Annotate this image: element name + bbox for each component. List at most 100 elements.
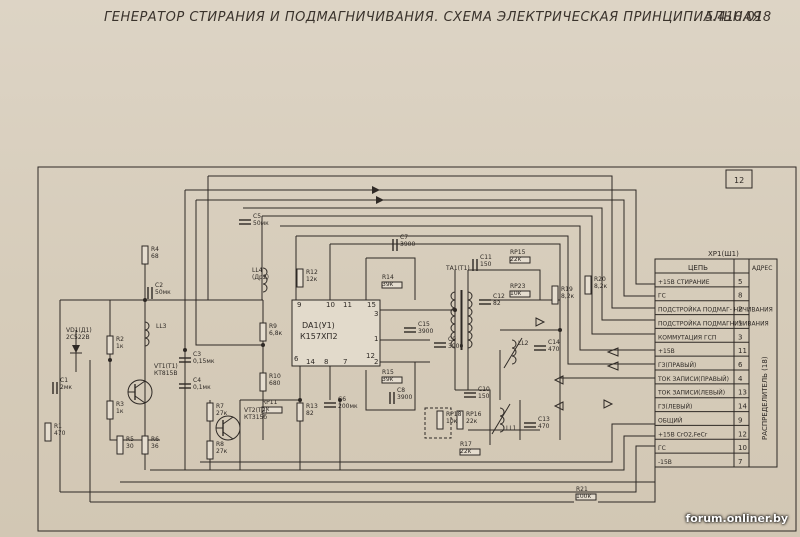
component-ref: RP16 <box>466 411 482 418</box>
component-value: 0,15мк <box>193 358 215 365</box>
component-value: 50мк <box>253 220 269 227</box>
connector-col-circuit: ЦЕПЬ <box>688 264 708 272</box>
component-value: 150 <box>478 393 490 400</box>
component-vt2: VT2(Т2)КТ315б <box>244 407 268 421</box>
component-ll4: LL4(Др2) <box>252 267 269 281</box>
component-ll2: LL2 <box>518 340 529 347</box>
component-ref: R17 <box>460 441 472 448</box>
connector-row-pin: 14 <box>738 403 747 411</box>
resistor-body <box>141 245 149 265</box>
component-value: 2мк <box>60 384 72 391</box>
component-ref: R8 <box>216 441 224 448</box>
component-ref: C1 <box>60 377 68 384</box>
component-ref: C3 <box>193 351 201 358</box>
connector-row-name: ПОДСТРОЙКА ПОДМАГНИЧИВАНИЯ <box>658 320 769 327</box>
component-ref: C9 <box>448 336 456 343</box>
component-value: 470 <box>548 346 560 353</box>
component-ref: R5 <box>126 436 134 443</box>
component-ref: R19 <box>561 286 573 293</box>
dashed-subassembly <box>424 407 452 439</box>
connector-row-name: ГС <box>658 445 666 452</box>
component-ref: C11 <box>480 254 492 261</box>
component-ref: C2 <box>155 282 163 289</box>
component-ref: C15 <box>418 321 430 328</box>
wiring <box>59 175 656 503</box>
svg-text:9: 9 <box>297 301 301 309</box>
component-value: 36 <box>151 443 159 450</box>
connector-row-pin: 9 <box>738 416 742 424</box>
component-c4: C40,1мк <box>179 377 211 391</box>
component-ref: RP23 <box>510 283 526 290</box>
component-ref: R7 <box>216 403 224 410</box>
component-ref: R15 <box>382 369 394 376</box>
resistor-body <box>141 435 149 455</box>
component-value: 22к <box>466 418 478 425</box>
sheet-number-box <box>725 169 753 189</box>
component-value: 3900 <box>418 328 433 335</box>
connector-row-name: ПОДСТРОЙКА ПОДМАГ- НИЧИВАНИЯ <box>658 307 773 314</box>
inductor-ll1 <box>491 403 511 435</box>
component-ref: RP11 <box>262 399 278 406</box>
component-ref: C14 <box>548 339 560 346</box>
component-ref: LL2 <box>518 340 529 347</box>
component-value: 3900 <box>400 241 415 248</box>
components-layer: R468C250мкLL3LL4(Др2)R1212кC550мкC73900R… <box>44 213 608 501</box>
resistor-body <box>106 335 114 355</box>
sheet-number: 12 <box>734 176 744 185</box>
component-value: 1к <box>116 408 124 415</box>
component-ref: R21 <box>576 486 588 493</box>
watermark: forum.onliner.by <box>685 512 788 525</box>
component-ref: LL3 <box>156 323 167 330</box>
inductor-ll3 <box>144 321 150 347</box>
component-value: 200мк <box>338 403 358 410</box>
component-ref: RP15 <box>510 249 526 256</box>
component-ref: R4 <box>151 246 159 253</box>
component-value: 680 <box>269 380 281 387</box>
component-ref: VD1(Д1) <box>66 327 92 334</box>
component-ref: R20 <box>594 276 606 283</box>
document-number: 5.410.018 <box>705 10 772 25</box>
transistor-vt1 <box>127 379 153 405</box>
component-c3: C30,15мк <box>179 351 215 365</box>
component-value: 39к <box>382 376 394 383</box>
component-vd1: VD1(Д1)2С522В <box>66 327 92 341</box>
connector-row-pin: 1 <box>738 319 742 327</box>
connector-vertical-label: РАСПРЕДЕЛИТЕЛЬ (18) <box>761 356 769 440</box>
component-ref: R13 <box>306 403 318 410</box>
component-value: 3900 <box>448 343 463 350</box>
component-ta1: ТА1(Т1) <box>445 265 470 272</box>
inductor-ll2 <box>503 337 523 369</box>
component-value: 27к <box>216 410 228 417</box>
zener-vd1 <box>70 330 82 372</box>
connector-row-name: +15В CrO2,FeCr <box>658 431 708 438</box>
component-ref: VT1(Т1) <box>154 363 178 370</box>
connector-row-pin: 7 <box>738 458 742 466</box>
component-value: 100к <box>576 493 591 500</box>
ic-da1: DA1(У1) К157ХП2 9 10 11 15 3 1 2 6 14 8 … <box>291 299 381 367</box>
resistor-body <box>206 440 214 460</box>
component-ref: RP18 <box>446 411 462 418</box>
resistor-body <box>436 410 444 430</box>
svg-text:15: 15 <box>367 301 376 309</box>
component-ref: R1 <box>54 423 62 430</box>
component-ref: R14 <box>382 274 394 281</box>
ic-part: К157ХП2 <box>300 332 338 341</box>
connector-row-pin: 8 <box>738 292 742 300</box>
resistor-body <box>381 281 403 289</box>
